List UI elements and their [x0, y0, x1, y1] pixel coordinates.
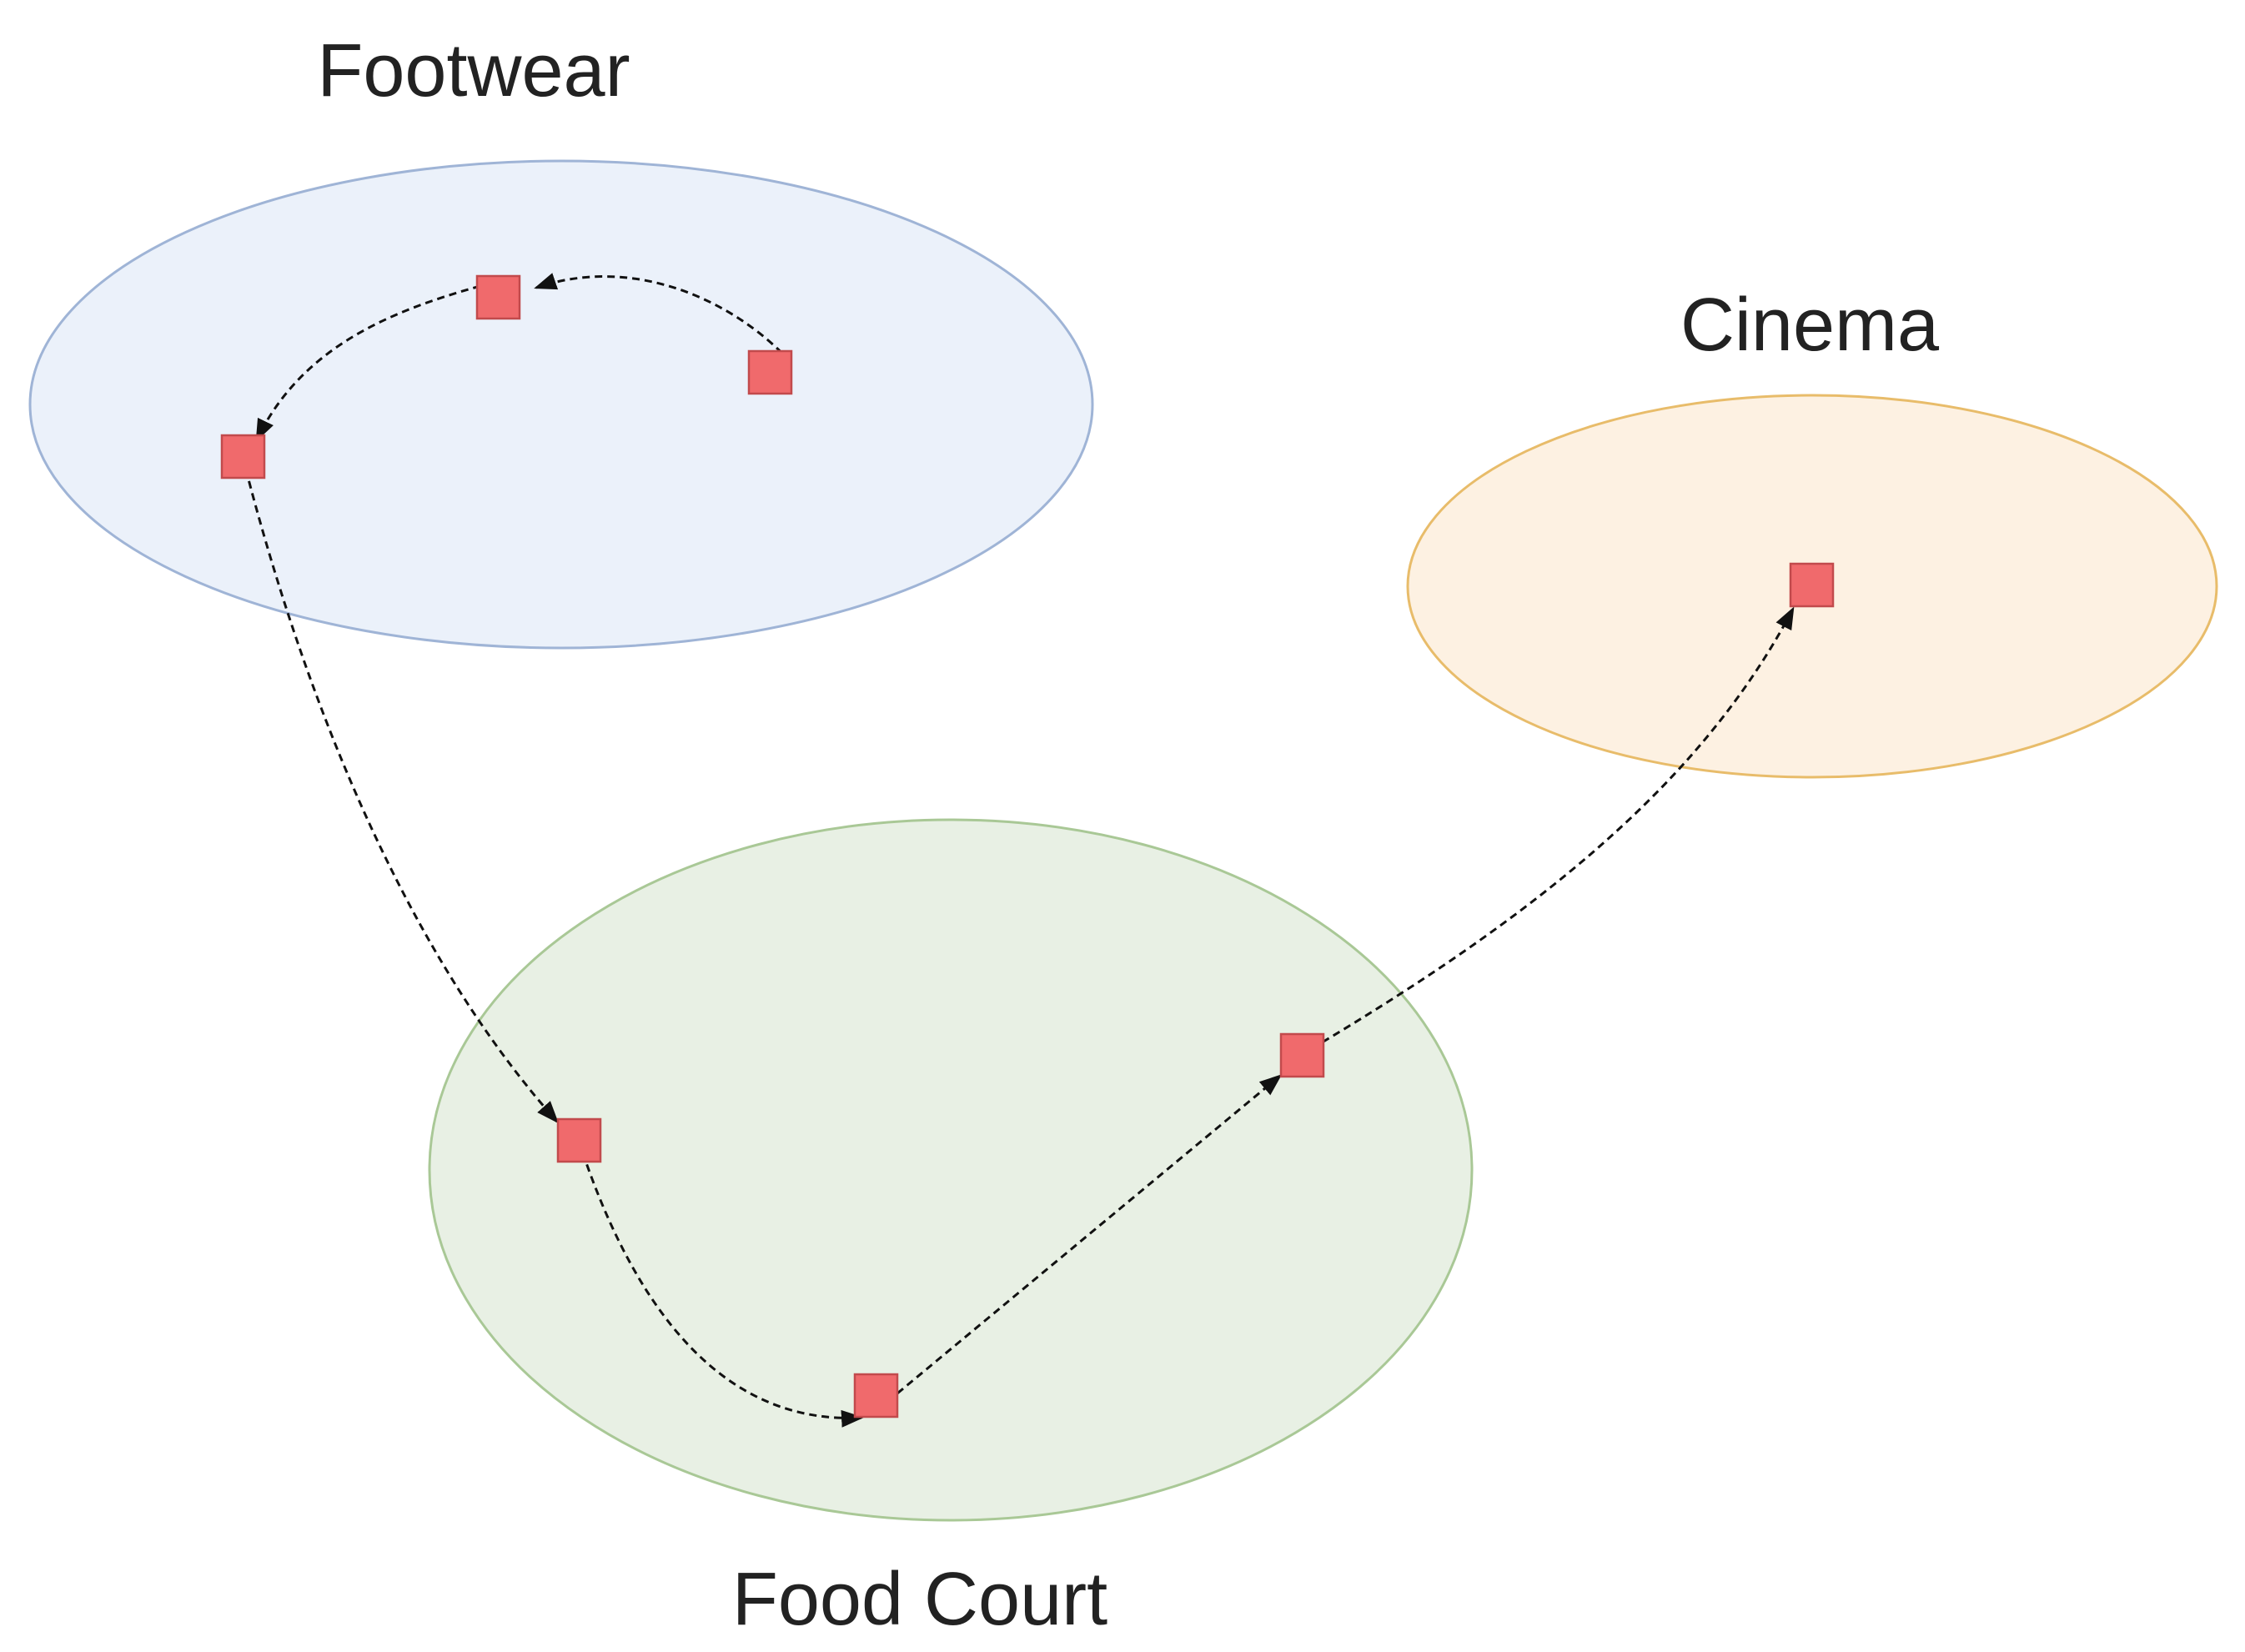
- location-node: [220, 434, 266, 480]
- location-node: [1279, 1032, 1325, 1078]
- footwear-label: Footwear: [317, 29, 630, 113]
- path-segment-4: [577, 1140, 864, 1428]
- food-court-label: Food Court: [732, 1558, 1107, 1641]
- food-court-zone: [428, 818, 1474, 1522]
- footwear-zone: [28, 159, 1094, 650]
- path-segment-1: [534, 273, 792, 364]
- location-node: [747, 349, 793, 395]
- location-node: [853, 1373, 899, 1419]
- location-node: [1789, 562, 1835, 608]
- path-segment-2: [255, 284, 481, 442]
- path-segment-3: [241, 456, 559, 1124]
- path-segment-6: [1300, 606, 1795, 1057]
- cinema-label: Cinema: [1680, 284, 1940, 367]
- location-node: [556, 1117, 602, 1163]
- location-node: [475, 274, 521, 320]
